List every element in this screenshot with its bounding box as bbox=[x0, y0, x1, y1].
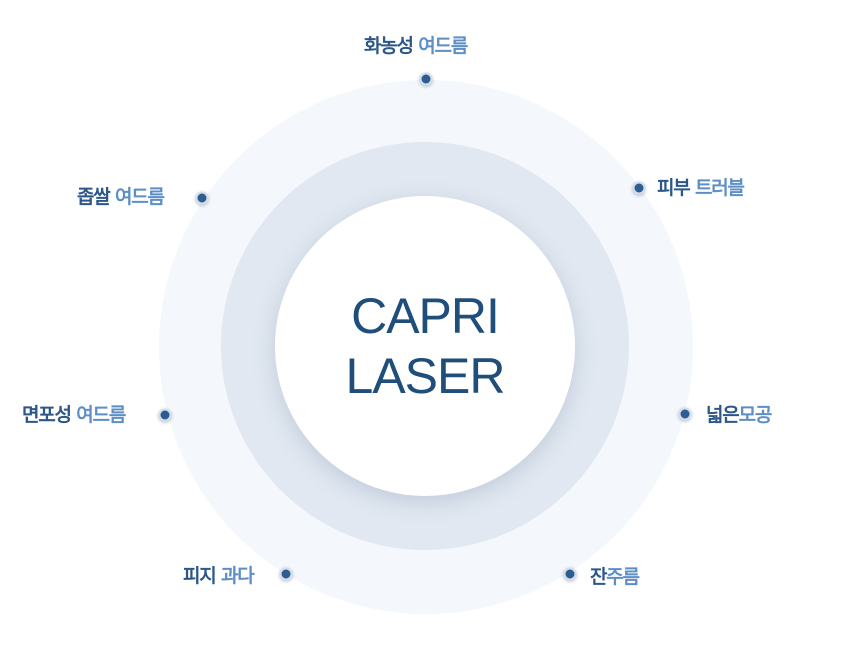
item-dot-neolbeun-mogong bbox=[678, 407, 692, 421]
inner-circle bbox=[275, 196, 575, 496]
item-dot-hwanongseong bbox=[419, 72, 433, 86]
center-title: CAPRI LASER bbox=[275, 196, 575, 496]
item-label-myeonposeong: 면포성 여드름 bbox=[22, 404, 126, 426]
item-dot-janjureum bbox=[563, 567, 577, 581]
item-label-piji-gwada: 피지 과다 bbox=[183, 565, 255, 587]
item-dot-jopssal bbox=[195, 191, 209, 205]
item-label-hwanongseong: 화농성 여드름 bbox=[364, 35, 468, 57]
item-label-jopssal: 좁쌀 여드름 bbox=[77, 186, 165, 208]
item-dot-pibu-trouble bbox=[632, 181, 646, 195]
item-dot-piji-gwada bbox=[279, 567, 293, 581]
item-label-neolbeun-mogong: 넓은모공 bbox=[706, 404, 772, 426]
item-label-janjureum: 잔주름 bbox=[590, 566, 640, 588]
center-title-line-1: CAPRI bbox=[351, 288, 500, 344]
item-dot-myeonposeong bbox=[158, 408, 172, 422]
center-title-line-2: LASER bbox=[345, 348, 506, 404]
item-label-pibu-trouble: 피부 트러블 bbox=[657, 177, 745, 199]
